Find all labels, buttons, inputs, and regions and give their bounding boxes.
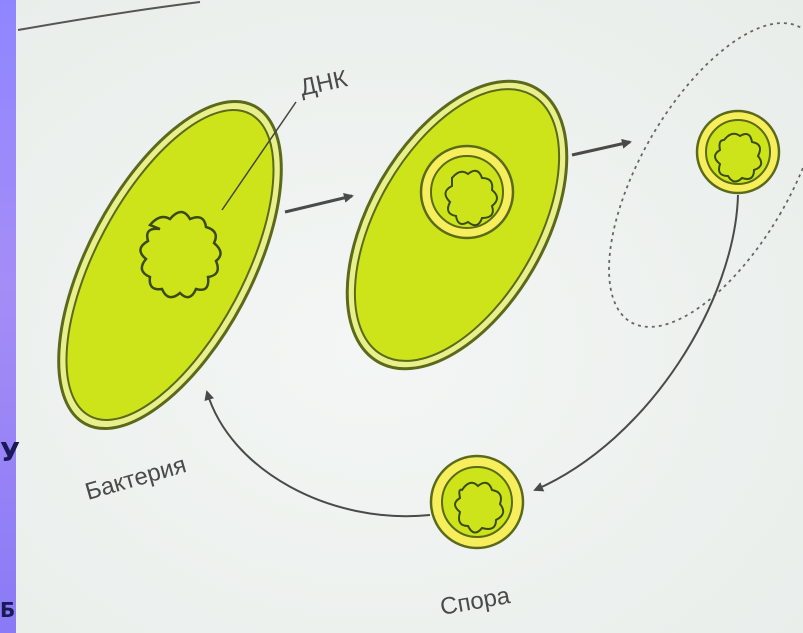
released-spore [697, 111, 779, 193]
arrow-to-free-spore [572, 142, 630, 155]
spore [431, 456, 523, 548]
page-top-line [18, 2, 200, 30]
arrow-to-sporulating-cell [285, 196, 352, 212]
bacterium-cell [13, 68, 327, 463]
sporulating-cell [302, 44, 612, 406]
arrow-to-spore [535, 195, 738, 490]
arrow-to-bacterium [207, 392, 430, 516]
